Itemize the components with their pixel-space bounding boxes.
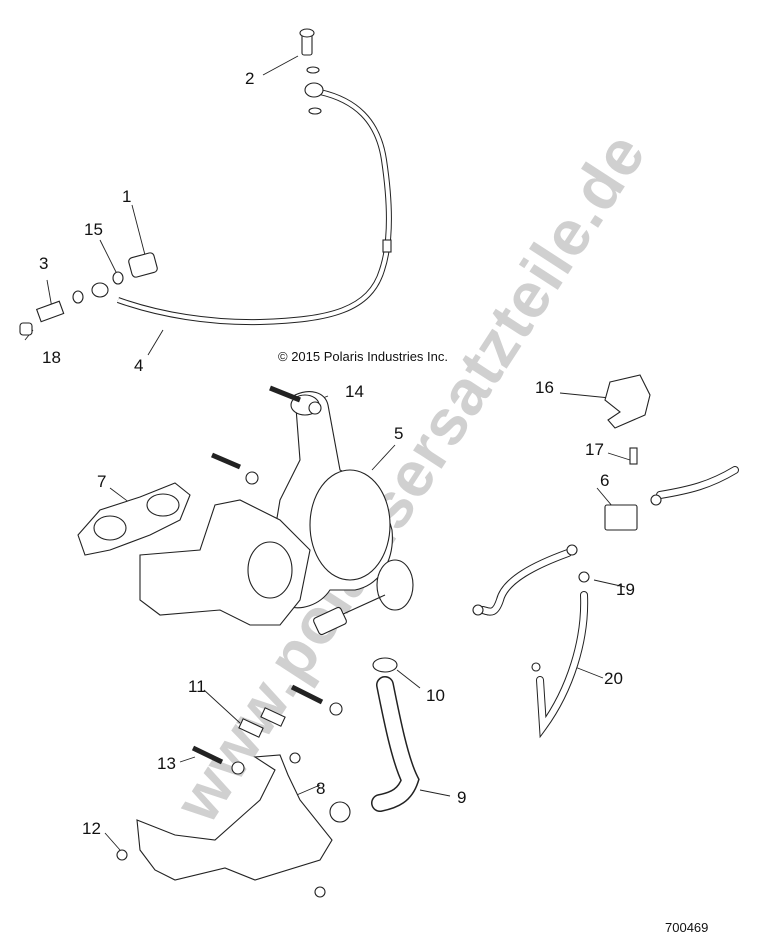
- cap-screw: [238, 718, 264, 738]
- oil-feed-line: [91, 82, 392, 326]
- hose-clamp: [372, 657, 398, 673]
- drawing-number: 700469: [665, 920, 709, 935]
- callout-14: 14: [345, 382, 364, 401]
- fitting-nut: [128, 252, 158, 278]
- flange-screw: [116, 849, 128, 861]
- callout-8: 8: [316, 779, 326, 798]
- callout-3: 3: [39, 254, 49, 273]
- callout-18: 18: [42, 348, 61, 367]
- callout-6: 6: [600, 471, 610, 490]
- leader-lines: [24, 55, 631, 851]
- callout-9: 9: [457, 788, 467, 807]
- callout-19: 19: [616, 580, 635, 599]
- copyright-notice: © 2015 Polaris Industries Inc.: [278, 349, 448, 364]
- callout-11: 11: [188, 677, 206, 696]
- callout-1: 1: [122, 187, 132, 206]
- manifold-gasket: [77, 482, 191, 556]
- callout-13: 13: [157, 754, 176, 773]
- callout-2: 2: [245, 69, 255, 88]
- adapter-fitting: [35, 300, 65, 323]
- nut: [308, 401, 322, 415]
- mounting-bracket: [604, 374, 651, 429]
- callout-10: 10: [426, 686, 445, 705]
- callout-4: 4: [134, 356, 144, 375]
- callout-7: 7: [97, 472, 107, 491]
- callout-17: 17: [585, 440, 604, 459]
- callout-5: 5: [394, 424, 404, 443]
- solenoid-valve: [604, 504, 638, 531]
- callout-20: 20: [604, 669, 623, 688]
- banjo-bolt: [299, 28, 322, 115]
- hose-clip: [578, 571, 590, 583]
- heat-shield: [136, 754, 333, 881]
- sealing-washer: [112, 271, 124, 285]
- callout-15: 15: [84, 220, 103, 239]
- bracket-bolt: [629, 447, 638, 465]
- callout-12: 12: [82, 819, 101, 838]
- plug: [19, 322, 33, 336]
- callout-16: 16: [535, 378, 554, 397]
